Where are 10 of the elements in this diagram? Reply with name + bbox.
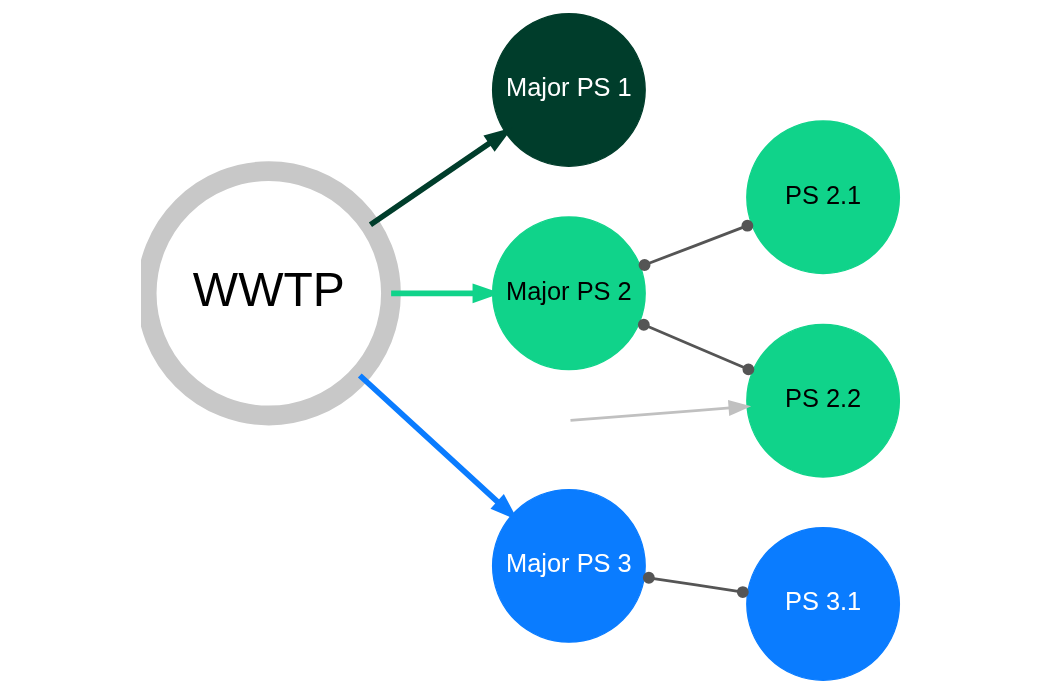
node-circle: PS 2.1 [746,120,901,275]
node-circle: Major PS 1 [491,13,646,167]
connector [637,318,755,376]
connector [638,219,754,271]
node-circle: PS 2.2 [746,323,901,478]
arrow [570,400,752,422]
node-circle: WWTP [141,161,401,426]
node-circle: Major PS 2 [491,216,646,371]
connector [642,571,749,598]
node-circle: PS 3.1 [746,527,901,681]
